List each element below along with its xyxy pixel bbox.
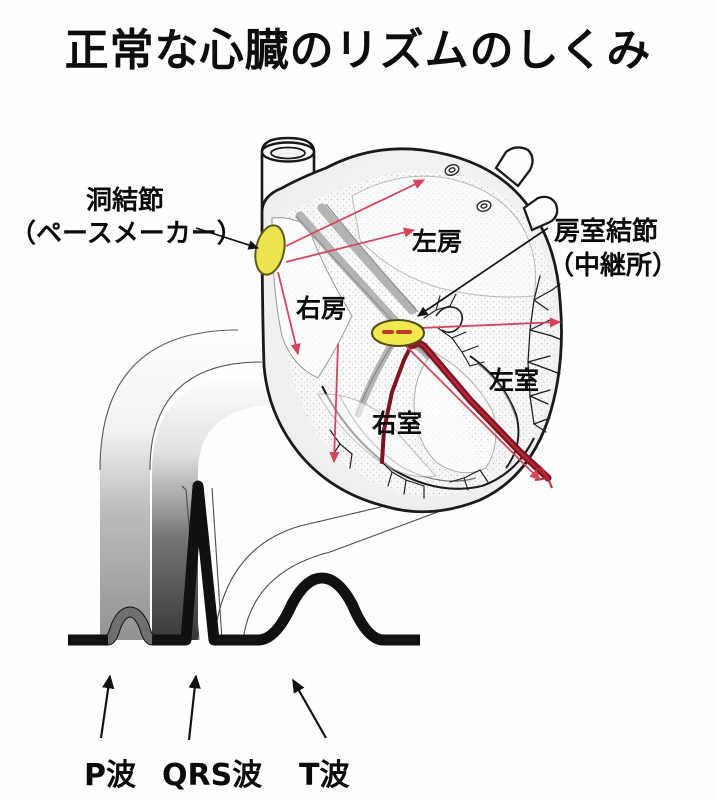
conduction-arrow-group bbox=[277, 179, 562, 481]
atrial-surface-marks bbox=[444, 164, 492, 212]
arrow-his-to-right-ventricle bbox=[329, 343, 340, 464]
label-av-node-line2: （中継所） bbox=[548, 251, 679, 281]
label-p-wave: P波 bbox=[84, 758, 136, 793]
label-leader-group bbox=[195, 227, 549, 317]
label-sa-node-line2: （ペースメーカー） bbox=[10, 219, 243, 249]
pointer-t-wave bbox=[292, 678, 327, 739]
arrow-sa-to-left-atrium-upper bbox=[285, 179, 426, 247]
label-left-ventricle: 左室 bbox=[489, 366, 540, 395]
pointer-p-wave bbox=[99, 674, 115, 739]
label-right-ventricle: 右室 bbox=[372, 409, 423, 438]
av-node bbox=[371, 319, 425, 347]
label-t-wave: T波 bbox=[299, 758, 350, 793]
leader-band-group bbox=[99, 329, 286, 640]
leader-sa-node bbox=[195, 227, 260, 250]
arrow-sa-to-left-atrium-mid bbox=[285, 227, 416, 263]
purkinje-fibers-right bbox=[527, 275, 563, 433]
label-sa-node-line1: 洞結節 bbox=[86, 186, 165, 216]
leader-av-node bbox=[417, 227, 549, 317]
ecg-trace bbox=[68, 480, 420, 646]
arrow-sa-to-right-atrium bbox=[277, 271, 301, 356]
leader-line-group bbox=[181, 485, 471, 641]
label-av-node-line1: 房室結節 bbox=[554, 217, 659, 247]
great-vessel-stubs bbox=[494, 146, 559, 232]
pointer-qrs-wave bbox=[187, 674, 201, 741]
label-right-atrium: 右房 bbox=[296, 294, 347, 323]
label-left-atrium: 左房 bbox=[412, 227, 463, 256]
ecg-pointer-group bbox=[99, 674, 327, 741]
label-qrs-wave: QRS波 bbox=[162, 758, 263, 793]
arrow-his-to-apex bbox=[403, 343, 541, 481]
page-title: 正常な心臓のリズムのしくみ bbox=[64, 25, 652, 76]
purkinje-fibers-apex bbox=[329, 429, 489, 499]
